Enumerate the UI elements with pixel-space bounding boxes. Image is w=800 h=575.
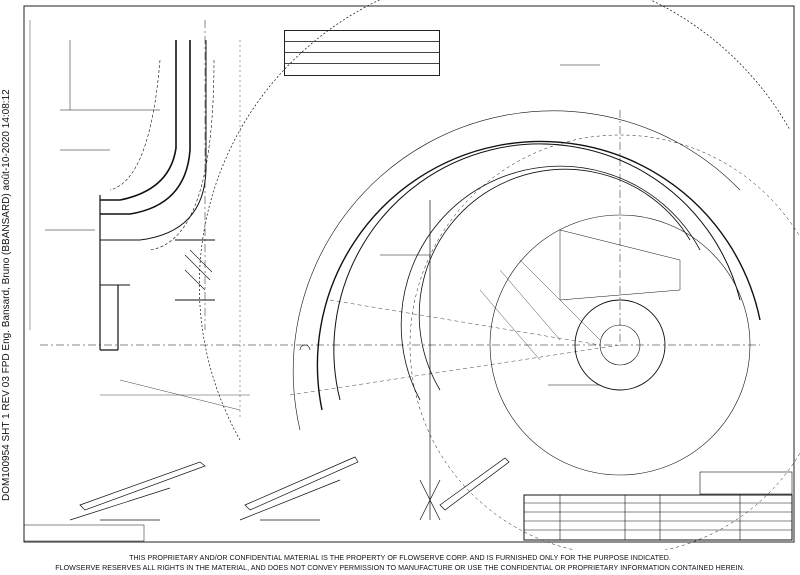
note-line-2 <box>285 42 439 53</box>
proprietary-notice: THIS PROPRIETARY AND/OR CONFIDENTIAL MAT… <box>0 554 800 573</box>
blade-section-details <box>69 456 510 521</box>
drawing-note-box <box>284 30 440 76</box>
note-line-1 <box>285 31 439 42</box>
impeller-plan-view <box>198 0 800 550</box>
note-line-3 <box>285 53 439 64</box>
footer-line-2: FLOWSERVE RESERVES ALL RIGHTS IN THE MAT… <box>55 563 745 572</box>
meridional-section-view <box>29 20 300 420</box>
note-line-4 <box>285 64 439 74</box>
title-block <box>23 471 793 542</box>
engineering-drawing <box>23 0 800 550</box>
sheet-border <box>23 5 795 543</box>
document-stamp: DOM100954 SHT 1 REV 03 FPD Eng. Bansard,… <box>1 89 12 501</box>
footer-line-1: THIS PROPRIETARY AND/OR CONFIDENTIAL MAT… <box>129 554 671 562</box>
